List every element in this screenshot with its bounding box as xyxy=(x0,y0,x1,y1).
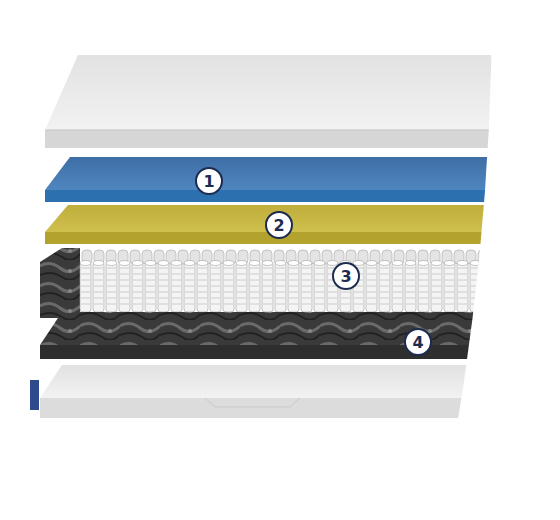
callout-number: 3 xyxy=(332,262,360,290)
callout-number: 1 xyxy=(195,167,223,195)
callout-number: 4 xyxy=(404,328,432,356)
callout-number: 2 xyxy=(265,211,293,239)
